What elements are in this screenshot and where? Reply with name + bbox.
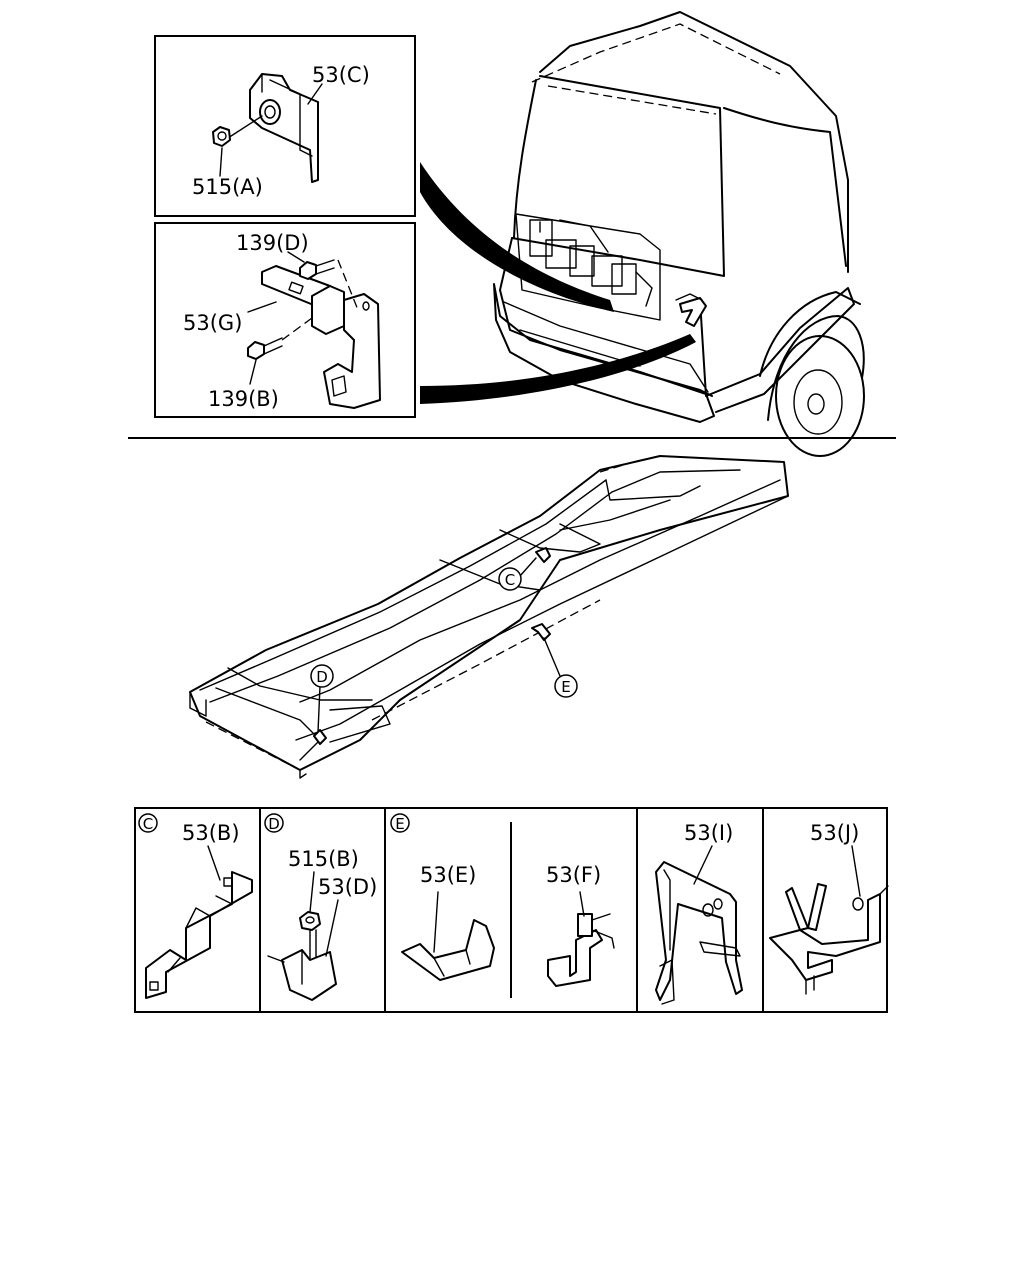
bolt-139b-icon: [247, 337, 283, 360]
panel-i: 53(I): [655, 821, 743, 1005]
label-53c: 53(C): [312, 63, 370, 87]
label-139b: 139(B): [208, 387, 279, 411]
label-53e: 53(E): [420, 863, 476, 887]
svg-text:C: C: [505, 571, 515, 589]
panel-d: D 515(B) 53(D): [264, 813, 377, 1001]
panel-j: 53(J): [769, 821, 889, 995]
bracket-53i-drawing: [655, 861, 743, 1001]
label-53b: 53(B): [182, 821, 240, 845]
label-53j: 53(J): [810, 821, 859, 845]
bottom-panels: [134, 807, 888, 1013]
detail-box-bracket-g: 139(D) 53(G) 139(B): [154, 222, 416, 418]
label-53g: 53(G): [183, 311, 242, 335]
nut-515b-icon: [299, 911, 321, 931]
chassis-frame-drawing: [189, 455, 789, 779]
callout-e: E: [554, 674, 578, 698]
bracket-53j-drawing: [769, 893, 881, 981]
label-515a: 515(A): [192, 175, 263, 199]
detail-box-bracket-c: 53(C) 515(A): [154, 35, 416, 217]
panel-e: E 53(E) 53(F): [390, 813, 615, 987]
bracket-53e-drawing: [401, 919, 495, 981]
panel-e-marker: E: [395, 815, 404, 833]
bracket-53f-drawing: [547, 929, 603, 987]
connector-swoosh-upper: [420, 162, 614, 312]
connector-swoosh-lower: [420, 334, 696, 404]
callout-c: C: [498, 567, 522, 591]
nut-515a-icon: [212, 126, 231, 147]
panel-c-marker: C: [143, 815, 153, 833]
svg-text:E: E: [561, 678, 570, 696]
bracket-53c-drawing: [249, 73, 319, 183]
label-53i: 53(I): [684, 821, 733, 845]
label-53f: 53(F): [546, 863, 601, 887]
callout-d: D: [310, 664, 334, 688]
label-139d: 139(D): [236, 231, 309, 255]
label-53d: 53(D): [318, 875, 377, 899]
label-515b: 515(B): [288, 847, 359, 871]
panel-d-marker: D: [268, 815, 280, 833]
truck-cab-drawing: [493, 11, 865, 457]
panel-c: C 53(B): [138, 813, 253, 999]
bolt-139d-icon: [299, 259, 335, 280]
svg-text:D: D: [316, 668, 328, 686]
